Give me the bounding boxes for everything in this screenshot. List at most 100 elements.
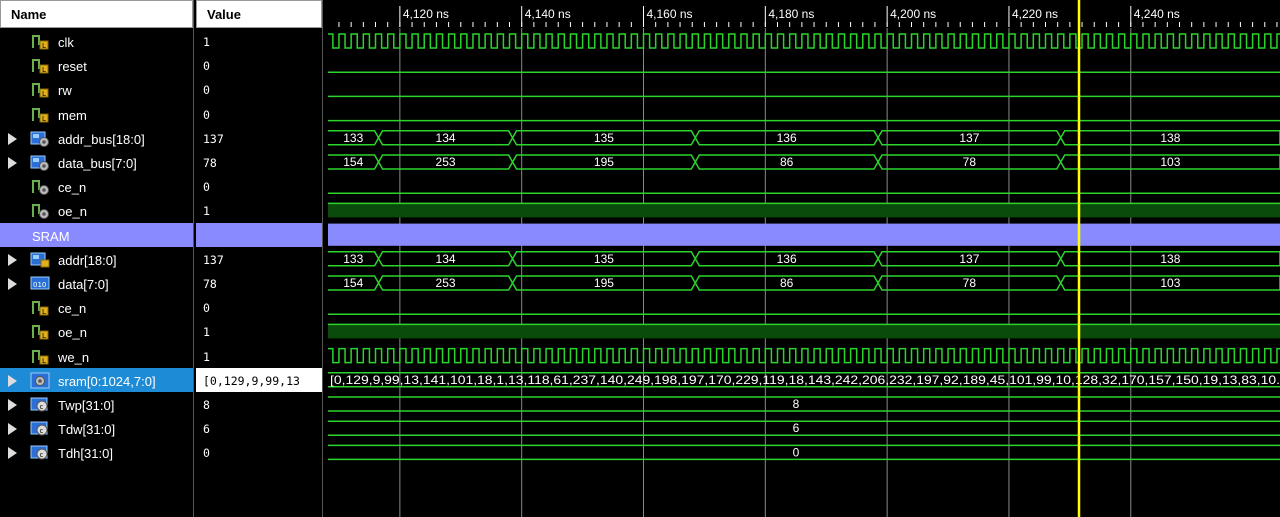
bus-value-label: 136 <box>777 131 797 145</box>
signal-name-label: sram[0:1024,7:0] <box>58 373 156 389</box>
signal-row-value[interactable]: 137 <box>196 247 322 271</box>
signal-name-label: clk <box>58 35 74 50</box>
expand-arrow-icon[interactable] <box>8 374 17 387</box>
signal-value: [0,129,9,99,13 <box>203 373 300 388</box>
signal-value: 0 <box>203 180 210 195</box>
svg-text:c: c <box>40 403 44 411</box>
signal-row-name[interactable]: ce_n <box>0 174 193 198</box>
signal-name-label: Twp[31:0] <box>58 398 115 413</box>
signal-row-name[interactable]: sram[0:1024,7:0] <box>0 367 193 392</box>
waveform-row[interactable] <box>328 202 1280 218</box>
signal-value: 78 <box>203 156 217 170</box>
signal-row-name[interactable]: data_bus[7:0] <box>0 150 193 174</box>
expand-arrow-icon[interactable] <box>8 447 17 460</box>
signal-row-value[interactable]: 137 <box>196 126 322 150</box>
signal-name-label: oe_n <box>58 325 87 341</box>
const-value-label: 6 <box>793 421 800 435</box>
signal-row-value[interactable]: 6 <box>196 416 322 440</box>
signal-row-value[interactable]: 0 <box>196 102 322 126</box>
signal-name-label: mem <box>58 107 87 123</box>
bus-value-label: 154 <box>343 155 363 169</box>
name-column-header[interactable]: Name <box>0 0 193 28</box>
signal-row-name[interactable]: c Tdh[31:0] <box>0 440 193 464</box>
signal-row-name[interactable]: addr[18:0] <box>0 247 193 271</box>
signal-row-value[interactable]: 78 <box>196 271 322 295</box>
signal-name-label: Tdh[31:0] <box>58 446 113 462</box>
signal-value: 8 <box>203 398 210 412</box>
signal-row-value[interactable]: 8 <box>196 392 322 416</box>
expand-arrow-icon[interactable] <box>8 399 17 411</box>
signal-row-name[interactable]: oe_n <box>0 198 193 222</box>
signal-row-value[interactable]: 78 <box>196 150 322 174</box>
waveform-row[interactable] <box>328 323 1280 339</box>
signal-row-value[interactable]: 1 <box>196 198 322 222</box>
signal-row-value[interactable]: 0 <box>196 295 322 319</box>
expand-arrow-icon[interactable] <box>8 157 17 169</box>
svg-text:c: c <box>40 427 44 435</box>
waveform-row[interactable] <box>328 33 1280 49</box>
waveform-row[interactable]: [0,129,9,99,13,141,101,18,1,13,118,61,23… <box>328 372 1280 388</box>
clock-wave <box>328 347 1280 364</box>
waveform-row[interactable]: 0 <box>328 444 1280 461</box>
signal-row-value[interactable]: 1 <box>196 319 322 343</box>
waveform-row[interactable] <box>328 223 1280 246</box>
value-column-header[interactable]: Value <box>196 0 322 28</box>
signal-name-label: rw <box>58 83 72 99</box>
signal-value: 0 <box>203 446 210 461</box>
expand-arrow-icon[interactable] <box>8 253 17 266</box>
signal-name-label: data[7:0] <box>58 277 109 292</box>
signal-row-name[interactable]: addr_bus[18:0] <box>0 126 193 150</box>
bus-segment <box>1060 275 1280 291</box>
signal-value: 0 <box>203 59 210 74</box>
signal-row-value[interactable]: 0 <box>196 77 322 101</box>
divider-row-name[interactable]: SRAM <box>0 222 193 247</box>
bus-value-label: 195 <box>594 276 614 290</box>
signal-row-value[interactable]: 0 <box>196 53 322 77</box>
time-tick-label: 4,240 ns <box>1134 7 1180 21</box>
signal-row-name[interactable]: c Twp[31:0] <box>0 392 193 416</box>
bus-value-label: 78 <box>963 155 977 169</box>
bus-value-label: 133 <box>343 252 363 266</box>
signal-row-value[interactable] <box>196 222 322 247</box>
signal-row-value[interactable]: 0 <box>196 440 322 464</box>
expand-arrow-icon[interactable] <box>8 423 17 436</box>
bus-segment <box>1060 251 1280 267</box>
svg-text:c: c <box>40 451 44 459</box>
svg-text:L: L <box>42 332 46 340</box>
waveform-row[interactable] <box>328 347 1280 364</box>
bus-value-label: 138 <box>1160 252 1180 266</box>
expand-arrow-icon[interactable] <box>8 132 17 145</box>
signal-row-value[interactable]: [0,129,9,99,13 <box>196 367 322 392</box>
bus-inout-icon <box>30 130 50 147</box>
bus-segment <box>1060 154 1280 170</box>
waveform-row[interactable]: 8 <box>328 396 1280 412</box>
signal-row-value[interactable]: 1 <box>196 344 322 368</box>
expand-arrow-icon[interactable] <box>8 278 17 290</box>
signal-row-value[interactable]: 1 <box>196 29 322 53</box>
signal-row-value[interactable]: 0 <box>196 174 322 198</box>
waveform-row[interactable]: 6 <box>328 420 1280 436</box>
bus-value-label: 135 <box>594 131 614 145</box>
signal-value: 1 <box>203 325 210 340</box>
time-tick-label: 4,160 ns <box>647 7 693 21</box>
bus-value-label: 103 <box>1160 276 1180 290</box>
time-ruler <box>328 0 1280 28</box>
time-tick-label: 4,200 ns <box>890 7 936 21</box>
signal-value: 78 <box>203 277 217 291</box>
